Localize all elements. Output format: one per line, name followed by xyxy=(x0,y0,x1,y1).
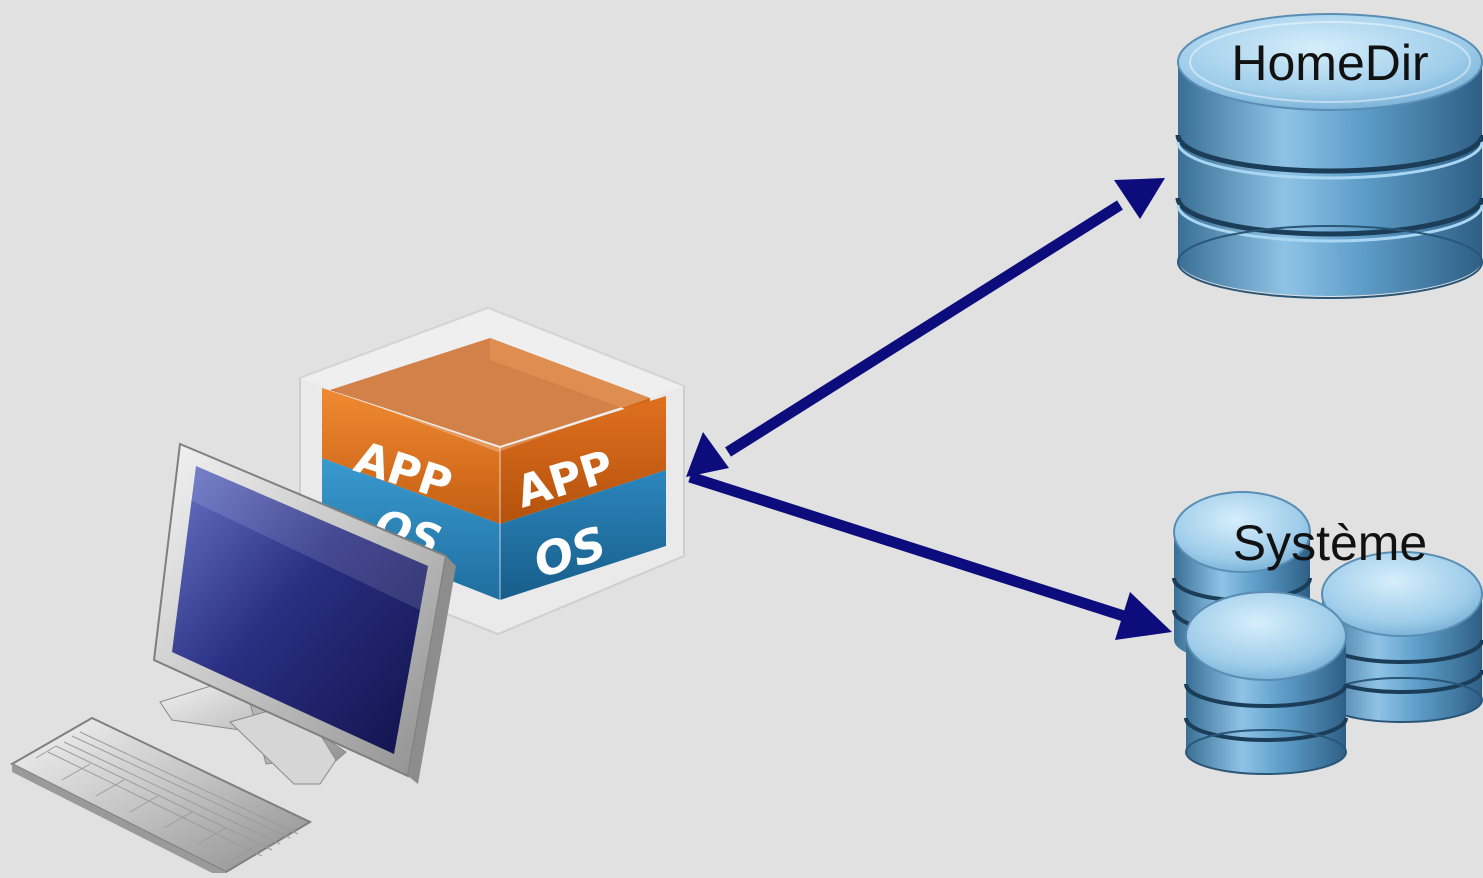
homedir-database: HomeDir xyxy=(1175,13,1483,299)
database-icon xyxy=(1175,13,1483,299)
os-left-face xyxy=(322,458,500,600)
app-left-face xyxy=(322,388,500,524)
database-icon xyxy=(1184,591,1348,775)
app-right-face xyxy=(500,396,666,524)
os-right-face xyxy=(500,470,666,600)
arrow-head-vm xyxy=(686,432,729,477)
monitor-screen xyxy=(172,466,428,754)
computer-icon xyxy=(152,442,456,785)
homedir-label: HomeDir xyxy=(1231,35,1428,91)
connection-arrows xyxy=(686,178,1172,640)
arrow-head-homedir xyxy=(1114,178,1165,219)
system-database: Système xyxy=(1172,491,1483,775)
database-icon xyxy=(1320,551,1483,723)
arrow-head-system xyxy=(1115,592,1172,640)
keyboard-icon xyxy=(9,716,313,878)
arrow-vm-to-homedir xyxy=(686,178,1165,477)
arrow-vm-to-system xyxy=(688,471,1172,640)
system-label: Système xyxy=(1233,515,1428,571)
